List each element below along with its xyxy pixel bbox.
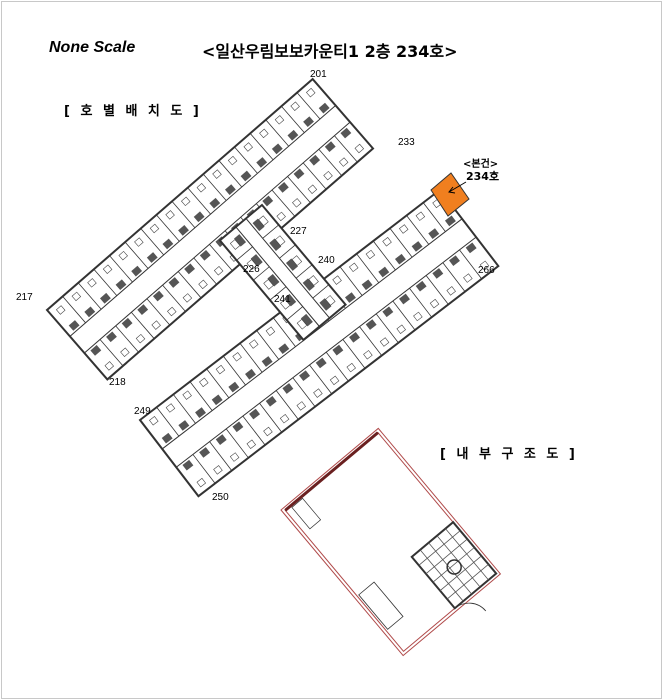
target-arrow xyxy=(448,181,467,193)
interior-section-label: [ 내 부 구 조 도 ] xyxy=(440,447,578,462)
page-title: <일산우림보보카운티1 2층 234호> xyxy=(202,42,458,61)
target-unit-234 xyxy=(430,172,470,217)
building-layout xyxy=(45,77,500,498)
unit-label-250: 250 xyxy=(212,492,229,503)
unit-label-249: 249 xyxy=(134,406,151,417)
unit-label-227: 227 xyxy=(290,226,307,237)
unit-label-233: 233 xyxy=(398,137,415,148)
target-unit-label: 234호 xyxy=(466,170,500,183)
interior-plan xyxy=(280,427,502,657)
unit-label-241: 241 xyxy=(274,294,291,305)
unit-label-217: 217 xyxy=(16,292,33,303)
target-arrow-head xyxy=(448,186,456,194)
unit-label-226: 226 xyxy=(243,264,260,275)
layout-section-label: [ 호 별 배 치 도 ] xyxy=(64,104,202,119)
unit-label-201: 201 xyxy=(310,69,327,80)
unit-label-218: 218 xyxy=(109,377,126,388)
unit-label-240: 240 xyxy=(318,255,335,266)
scale-note: None Scale xyxy=(49,39,136,56)
unit-label-266: 266 xyxy=(478,265,495,276)
connector-core xyxy=(218,203,347,342)
target-tag: <본건> xyxy=(463,159,499,170)
